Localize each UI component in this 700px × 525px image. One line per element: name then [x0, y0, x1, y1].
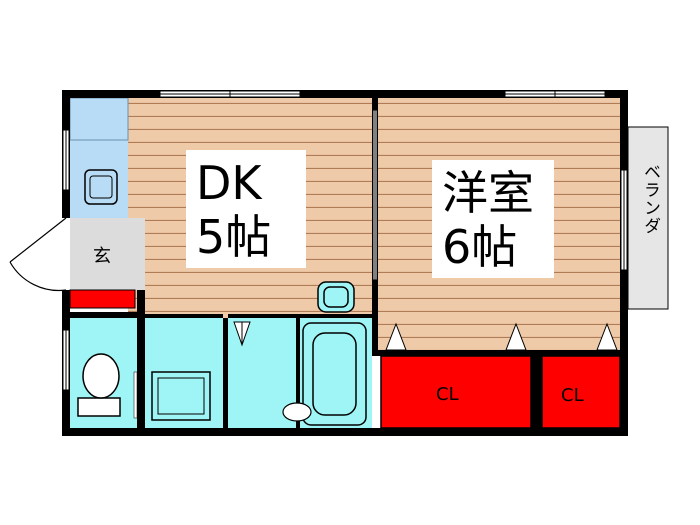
toilet-room-door [133, 371, 138, 419]
toilet-icon [77, 353, 121, 417]
dk-room-name: DK [196, 156, 262, 210]
windows [62, 90, 628, 391]
veranda [627, 126, 669, 310]
entrance-door [9, 217, 67, 292]
dk-room-size: 5帖 [196, 210, 272, 264]
bathtub-icon [302, 322, 367, 426]
western-room-size: 6帖 [442, 220, 518, 274]
entrance-floor [70, 218, 145, 290]
entrance-label: 玄 [93, 246, 111, 267]
sink-icon [84, 169, 118, 205]
washing-machine-icon [151, 371, 211, 421]
closet-1 [380, 355, 532, 429]
western-room-name: 洋室 [442, 166, 534, 220]
shoe-cabinet [69, 289, 136, 309]
drain-icon [282, 402, 312, 422]
closet-door-marks [385, 322, 618, 351]
closet-2 [541, 355, 621, 429]
washing-machine-inner [157, 377, 205, 415]
sink-icon-inner [89, 175, 113, 199]
kitchen-counter-top [69, 97, 129, 141]
washbasin-icon [317, 281, 355, 313]
sliding-door [372, 109, 378, 281]
veranda-label: ベランダ [640, 163, 660, 235]
western-room-label-box: 洋室 6帖 [432, 160, 554, 278]
dk-label-box: DK 5帖 [186, 150, 306, 268]
closet-1-label: CL [436, 384, 459, 405]
closet-2-label: CL [561, 385, 584, 406]
